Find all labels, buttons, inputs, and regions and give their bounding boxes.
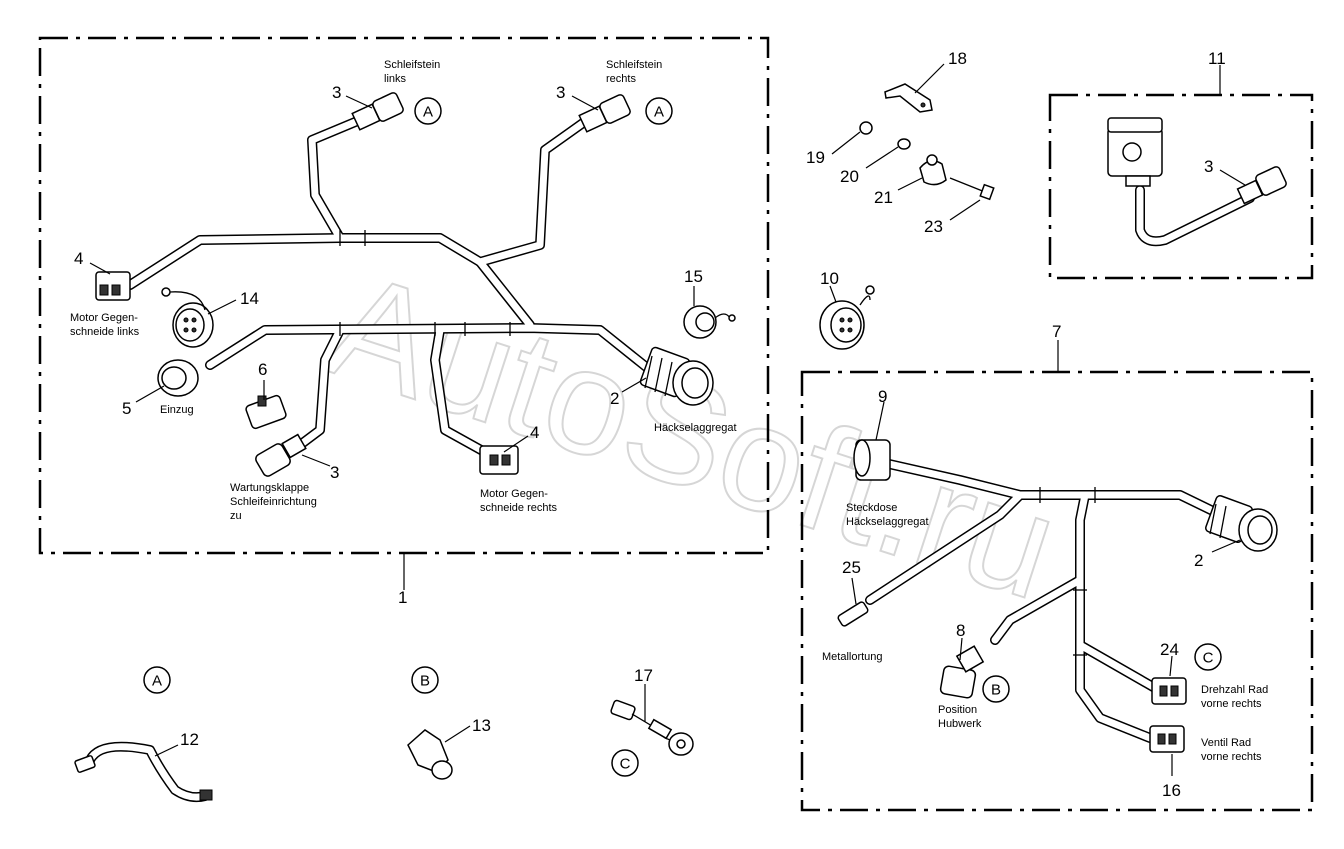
part-label: Motor Gegen- (480, 488, 548, 500)
detail-reference-letter: B (420, 673, 430, 690)
callout-number: 10 (820, 269, 839, 288)
connector-4-motor-rechts (479, 445, 519, 475)
detail-reference-letter: A (152, 673, 162, 690)
nut-19: 19 (806, 121, 873, 167)
part-label: Schleifstein (384, 59, 440, 71)
labels-frame-7: Steckdose Häckselaggregat Metallortung P… (822, 502, 1268, 763)
part-label: Position (938, 704, 977, 716)
callouts-frame-1: 3 3 4 14 5 6 3 4 15 2 A A (74, 83, 703, 482)
callout-number: 25 (842, 558, 861, 577)
part-label: rechts (606, 73, 636, 85)
sensor-6 (245, 394, 287, 430)
callout-number: 18 (948, 49, 967, 68)
part-label: schneide links (70, 326, 140, 338)
connector-24-drehzahl: 24 (1151, 640, 1187, 705)
part-label: Hubwerk (938, 718, 982, 730)
callout-7: 7 (1052, 322, 1061, 341)
callout-number: 24 (1160, 640, 1179, 659)
callout-number: 12 (180, 730, 199, 749)
callout-number: 21 (874, 188, 893, 207)
callout-number: 4 (530, 423, 539, 442)
detail-reference-letter: B (991, 682, 1001, 699)
labels-frame-1: Schleifstein links Schleifstein rechts M… (70, 59, 737, 522)
connector-3-wartung (255, 433, 307, 477)
callout-number: 17 (634, 666, 653, 685)
callout-number: 8 (956, 621, 965, 640)
clip-21: 21 (874, 154, 947, 207)
callout-number: 3 (332, 83, 341, 102)
bracket-18: 18 (884, 49, 967, 113)
detail-reference-letter: A (654, 104, 664, 121)
callout-number: 16 (1162, 781, 1181, 800)
detail-a-cable-12: A 12 (74, 666, 213, 803)
watermark: AutoSoft.ru (310, 239, 1076, 631)
callout-number: 3 (556, 83, 565, 102)
detail-reference-letter: A (423, 104, 433, 121)
plug-10: 10 (819, 269, 875, 350)
part-label: Drehzahl Rad (1201, 684, 1268, 696)
connector-5-einzug (157, 359, 199, 397)
callout-number: 5 (122, 399, 131, 418)
connector-3-schleifstein-links (351, 92, 404, 131)
connector-16-ventil: 16 (1149, 725, 1185, 800)
callout-number: 3 (330, 463, 339, 482)
part-label: Wartungsklappe (230, 482, 309, 494)
refs-frame-7: C B (982, 643, 1222, 703)
callout-number: 13 (472, 716, 491, 735)
part-label: Schleifeinrichtung (230, 496, 317, 508)
connector-2-frame7: 2 (1194, 495, 1278, 570)
part-label: Häckselaggregat (654, 422, 737, 434)
part-label: Ventil Rad (1201, 737, 1251, 749)
sensor-25-metallortung: 25 (837, 558, 869, 627)
part-label: links (384, 73, 407, 85)
main-harness (125, 113, 655, 460)
connector-2-haeckselaggregat (639, 346, 714, 406)
washer-20: 20 (840, 138, 911, 186)
sensor-11-assembly: 3 (1107, 117, 1287, 247)
part-label: Häckselaggregat (846, 516, 929, 528)
callout-number: 9 (878, 387, 887, 406)
callout-number: 4 (74, 249, 83, 268)
part-label: Einzug (160, 404, 194, 416)
connector-9-steckdose: 9 (853, 387, 891, 481)
callout-number: 14 (240, 289, 259, 308)
detail-b-sensor-13: B 13 (407, 666, 491, 780)
callout-number: 2 (610, 389, 619, 408)
callout-number: 23 (924, 217, 943, 236)
callout-number: 3 (1204, 157, 1213, 176)
connector-4-motor-links (95, 271, 131, 301)
callout-11: 11 (1208, 49, 1226, 68)
part-label: vorne rechts (1201, 698, 1262, 710)
connector-8-position: 8 (939, 621, 985, 699)
plug-15 (683, 305, 736, 339)
part-label: Motor Gegen- (70, 312, 138, 324)
callout-1: 1 (398, 588, 407, 607)
part-label: schneide rechts (480, 502, 558, 514)
detail-reference-letter: C (620, 756, 631, 773)
frame-assembly-11 (1048, 93, 1314, 280)
part-label: Metallortung (822, 651, 883, 663)
part-label: Steckdose (846, 502, 897, 514)
frame-assembly-7 (800, 370, 1314, 812)
screw-23: 23 (924, 177, 995, 236)
connector-3-schleifstein-rechts (578, 94, 631, 133)
detail-c-sensor-17: C 17 (610, 666, 694, 777)
part-label: Schleifstein (606, 59, 662, 71)
part-label: zu (230, 510, 242, 522)
plug-14 (161, 287, 214, 348)
callout-number: 19 (806, 148, 825, 167)
callout-number: 2 (1194, 551, 1203, 570)
harness-7 (865, 457, 1220, 743)
detail-reference-letter: C (1203, 650, 1214, 667)
callout-number: 15 (684, 267, 703, 286)
callout-number: 6 (258, 360, 267, 379)
callout-number: 20 (840, 167, 859, 186)
part-label: vorne rechts (1201, 751, 1262, 763)
